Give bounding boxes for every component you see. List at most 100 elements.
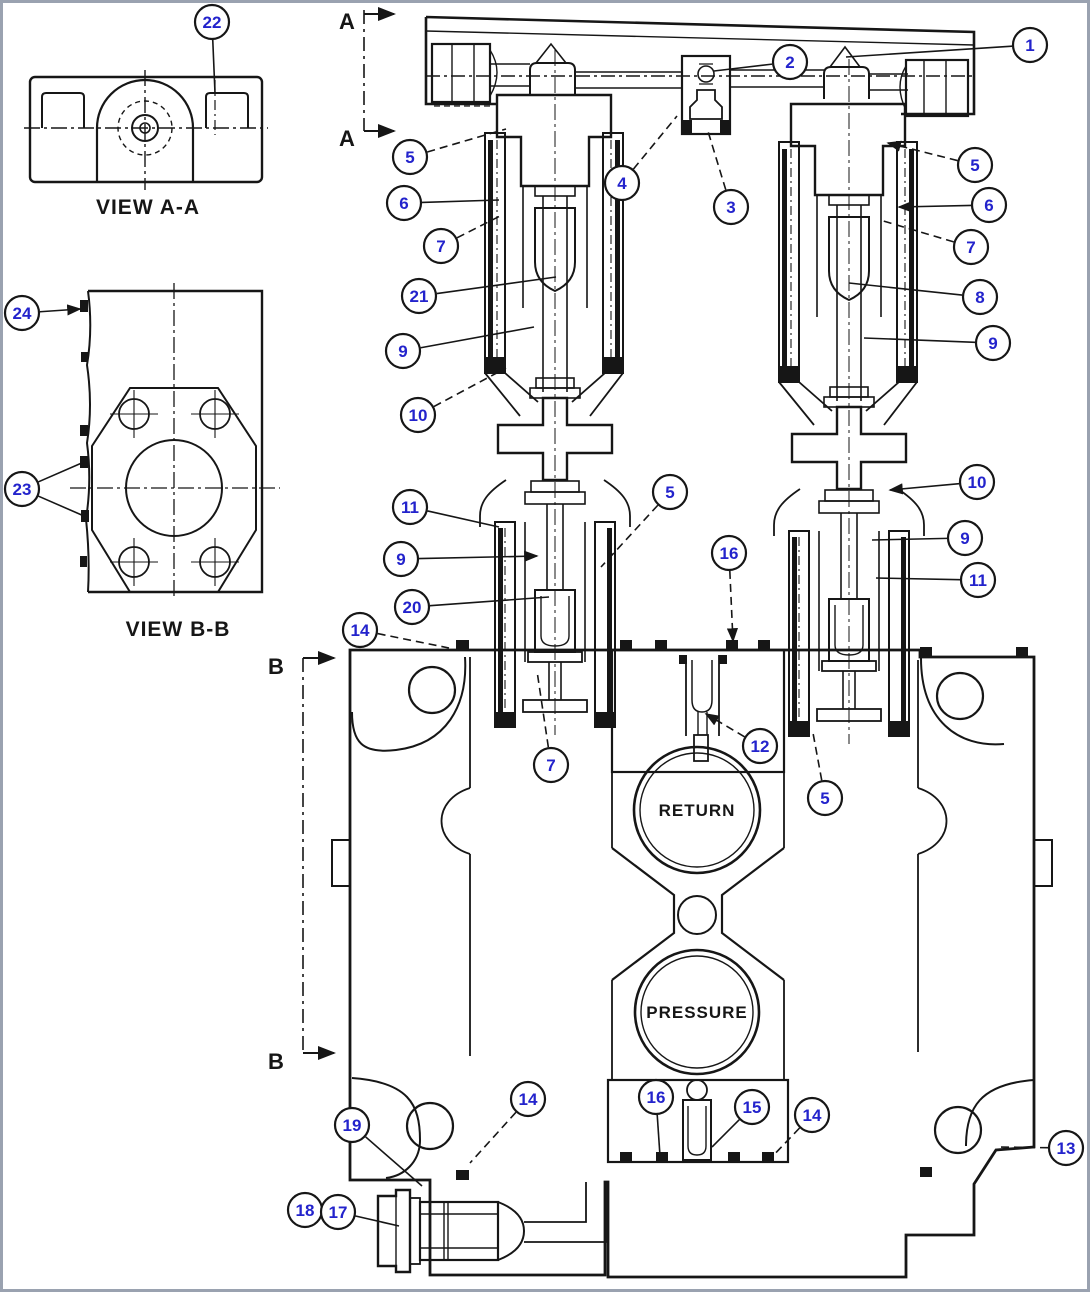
callout-leader	[436, 276, 557, 295]
callout-19-29: 19	[333, 1106, 423, 1187]
callout-number: 13	[1057, 1139, 1076, 1158]
callout-balloon	[793, 1096, 831, 1134]
callout-layer: 2212345672191056789109111192051614712513…	[3, 3, 1085, 1231]
callout-number: 11	[969, 571, 987, 590]
callout-number: 10	[409, 406, 428, 425]
callout-6-12: 6	[897, 186, 1008, 224]
callout-balloon	[956, 146, 994, 184]
callout-21-8: 21	[400, 276, 557, 315]
callout-leader	[997, 1146, 1049, 1149]
callout-11-18: 11	[875, 561, 997, 599]
callout-number: 19	[343, 1116, 362, 1135]
callout-number: 2	[785, 53, 794, 72]
callout-balloon	[637, 1078, 675, 1116]
callout-number: 17	[329, 1203, 348, 1222]
callout-11-19: 11	[391, 488, 500, 528]
callout-balloon	[603, 164, 641, 202]
callout-leader	[38, 461, 85, 483]
callout-balloon	[509, 1080, 547, 1118]
callout-balloon	[651, 473, 689, 511]
callout-balloon	[393, 588, 431, 626]
callout-balloon	[970, 186, 1008, 224]
callout-5-27: 5	[806, 732, 844, 817]
callout-leader	[767, 1127, 801, 1162]
section-letter-a-1: A	[339, 126, 355, 151]
callout-leader	[706, 127, 727, 191]
spool-bank-left	[478, 48, 632, 737]
callout-balloon	[399, 396, 437, 434]
callout-number: 9	[396, 550, 405, 569]
callout-number: 8	[975, 288, 984, 307]
callout-leader	[871, 537, 948, 541]
callout-balloon	[333, 1106, 371, 1144]
callout-number: 14	[519, 1090, 538, 1109]
callout-12-26: 12	[704, 713, 779, 765]
callout-leader	[711, 1119, 740, 1148]
callout-16-23: 16	[710, 534, 748, 643]
callout-leader	[427, 510, 500, 528]
callout-balloon	[3, 470, 41, 508]
callout-leader	[704, 713, 745, 738]
callout-number: 20	[403, 598, 422, 617]
callout-number: 9	[960, 529, 969, 548]
callout-7-7: 7	[422, 215, 501, 265]
callout-balloon	[391, 138, 429, 176]
view-b-b-title: VIEW B-B	[126, 618, 231, 641]
callout-number: 22	[203, 13, 222, 32]
callout-leader	[886, 140, 958, 162]
callout-number: 9	[988, 334, 997, 353]
callout-balloon	[532, 746, 570, 784]
valve-body	[331, 640, 1053, 1279]
callout-number: 4	[617, 174, 627, 193]
callout-balloon	[952, 228, 990, 266]
callout-number: 21	[410, 287, 429, 306]
callout-number: 14	[351, 621, 370, 640]
callout-leader	[421, 199, 500, 204]
callout-balloon	[712, 188, 750, 226]
callout-leader	[377, 632, 450, 649]
callout-20-21: 20	[393, 588, 550, 626]
callout-8-14: 8	[848, 278, 999, 316]
callout-22-0: 22	[193, 3, 231, 94]
callout-13-28: 13	[997, 1129, 1085, 1167]
callout-leader	[632, 115, 678, 170]
callout-5-11: 5	[886, 140, 994, 184]
callout-10-16: 10	[888, 463, 996, 501]
callout-16-33: 16	[637, 1078, 675, 1157]
callout-24-36: 24	[3, 294, 82, 332]
anticavitation-plug	[376, 1182, 607, 1274]
callout-balloon	[946, 519, 984, 557]
callout-leader	[456, 215, 501, 239]
callout-number: 5	[970, 156, 979, 175]
callout-leader	[812, 732, 823, 781]
callout-number: 5	[405, 148, 414, 167]
callout-6-6: 6	[385, 184, 500, 222]
callout-number: 1	[1025, 36, 1034, 55]
callout-balloon	[341, 611, 379, 649]
section-letter-b-2: B	[268, 654, 284, 679]
inlet-rail	[424, 15, 976, 136]
callout-number: 18	[296, 1201, 315, 1220]
callout-leader	[888, 482, 960, 495]
callout-number: 16	[647, 1088, 666, 1107]
section-letter-b-3: B	[268, 1049, 284, 1074]
callout-balloon	[961, 278, 999, 316]
callout-number: 3	[726, 198, 735, 217]
callout-4-4: 4	[603, 115, 678, 202]
callout-17-31: 17	[319, 1193, 400, 1231]
callout-9-17: 9	[871, 519, 984, 557]
view-a-a: VIEW A-A	[24, 70, 268, 219]
callout-number: 7	[436, 237, 445, 256]
callout-number: 14	[803, 1106, 822, 1125]
callout-number: 9	[398, 342, 407, 361]
callout-leader	[875, 577, 961, 581]
callout-leader	[845, 45, 1013, 58]
callout-balloon	[193, 3, 231, 41]
pressure-port-label: PRESSURE	[646, 1003, 748, 1022]
callout-leader	[365, 1136, 423, 1187]
callout-5-5: 5	[391, 128, 507, 176]
